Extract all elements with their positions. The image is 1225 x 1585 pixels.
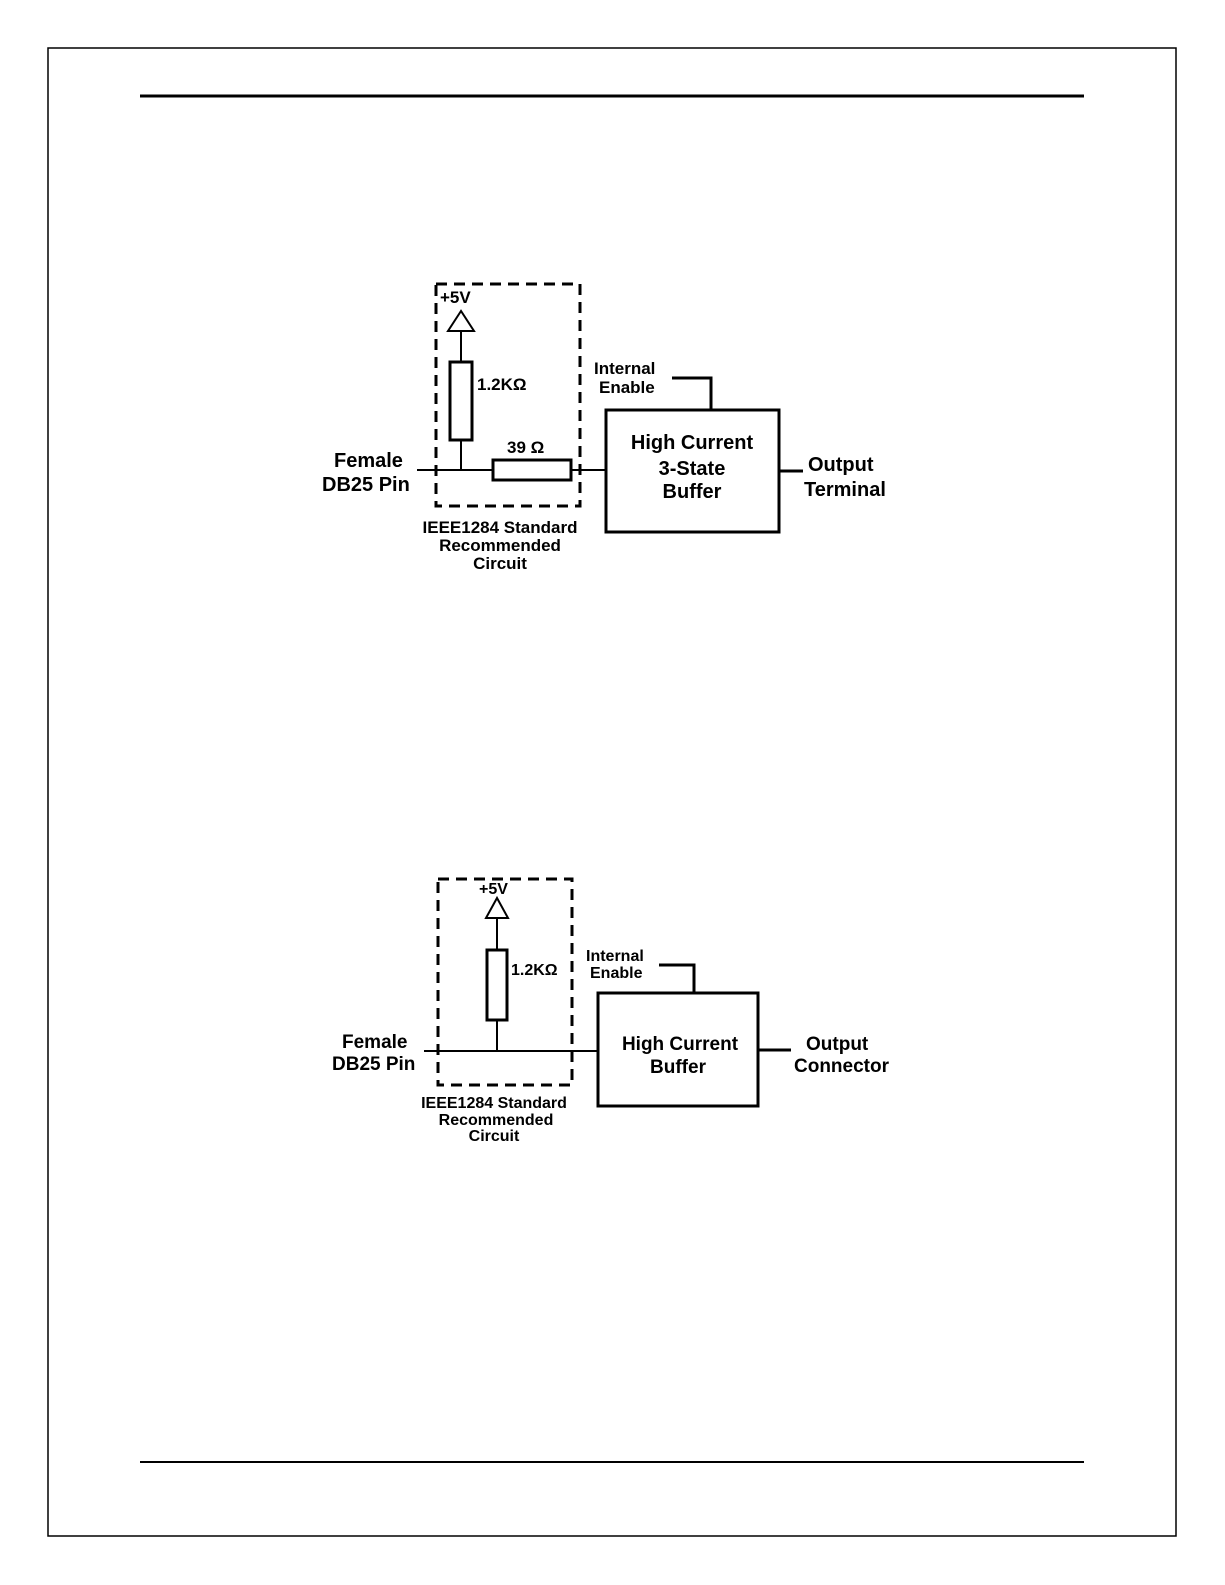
standard-label-bottom-line3: Circuit [469, 1128, 520, 1145]
enable-wire-bottom [659, 965, 694, 993]
standard-label-bottom-line1: IEEE1284 Standard [421, 1095, 567, 1112]
pullup-resistor-label-bottom: 1.2KΩ [511, 962, 558, 979]
enable-label-bottom-line2: Enable [590, 965, 643, 982]
enable-wire-top [672, 378, 711, 410]
standard-label-bottom-line2: Recommended [439, 1112, 554, 1129]
buffer-label-top-line3: Buffer [663, 481, 722, 503]
standard-label-top-line2: Recommended [439, 536, 561, 555]
buffer-label-top-line2: 3-State [659, 458, 726, 480]
supply-label-bottom: +5V [479, 881, 508, 898]
output-label-top-line2: Terminal [804, 479, 886, 501]
standard-label-top-line3: Circuit [473, 554, 527, 573]
series-resistor-top [493, 460, 571, 480]
pullup-resistor-label-top: 1.2KΩ [477, 375, 527, 394]
input-label-bottom-line2: DB25 Pin [332, 1054, 415, 1075]
figure-top: +5V 1.2KΩ 39 Ω High Current 3-State Buff… [322, 284, 886, 573]
enable-label-bottom-line1: Internal [586, 948, 644, 965]
input-label-top-line2: DB25 Pin [322, 474, 410, 496]
input-label-bottom-line1: Female [342, 1032, 407, 1053]
supply-label-top: +5V [440, 288, 471, 307]
enable-label-top-line2: Enable [599, 378, 655, 397]
figure-bottom: +5V 1.2KΩ High Current Buffer Internal E… [332, 879, 890, 1145]
pullup-resistor-bottom [487, 950, 507, 1020]
page-border [48, 48, 1176, 1536]
buffer-label-bottom-line1: High Current [622, 1034, 739, 1055]
standard-label-top-line1: IEEE1284 Standard [423, 518, 578, 537]
series-resistor-label-top: 39 Ω [507, 438, 544, 457]
supply-arrow-top [448, 311, 474, 331]
pullup-resistor-top [450, 362, 472, 440]
buffer-label-top-line1: High Current [631, 432, 754, 454]
output-label-bottom-line1: Output [806, 1034, 869, 1055]
input-label-top-line1: Female [334, 450, 403, 472]
output-label-bottom-line2: Connector [794, 1056, 890, 1077]
supply-arrow-bottom [486, 898, 508, 918]
enable-label-top-line1: Internal [594, 359, 655, 378]
buffer-label-bottom-line2: Buffer [650, 1057, 707, 1078]
output-label-top-line1: Output [808, 454, 874, 476]
